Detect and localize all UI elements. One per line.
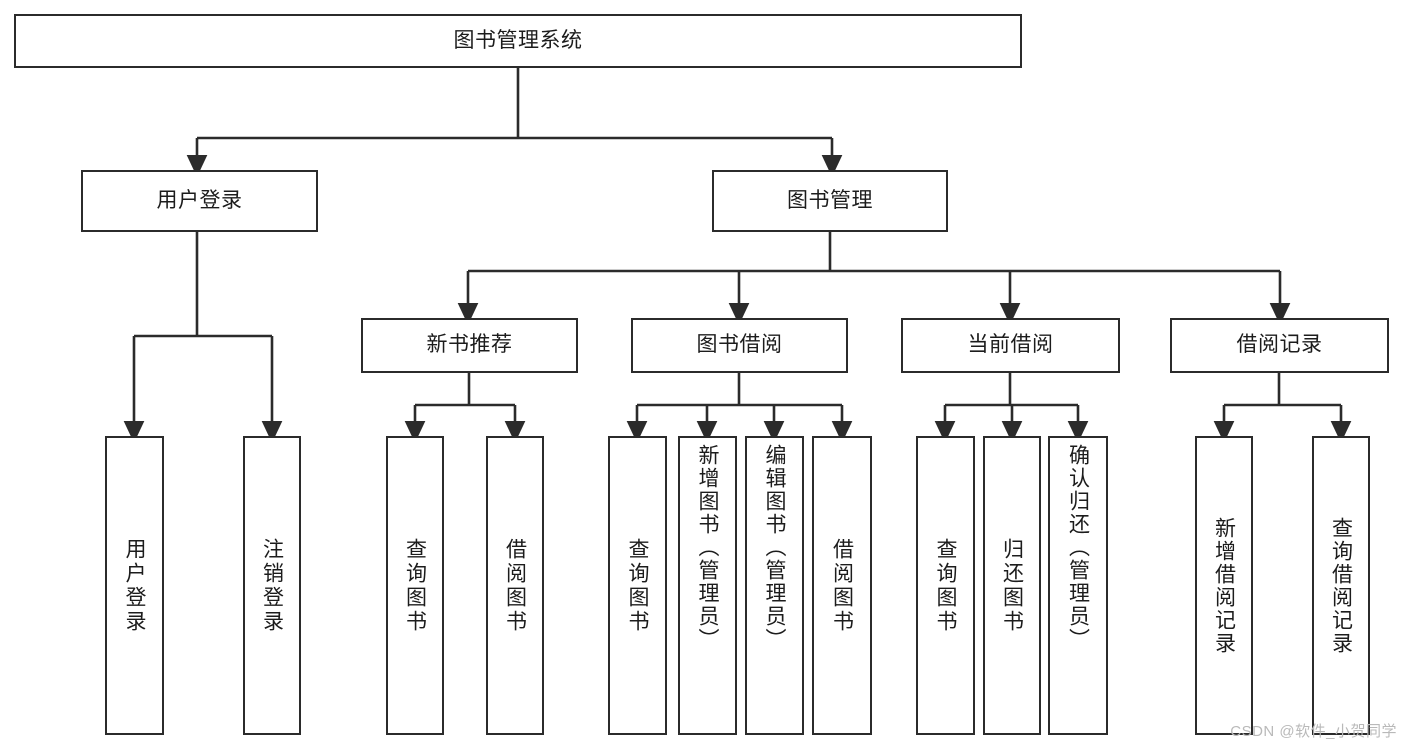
leaf-borrow-book-recommend-label: 借阅图书 — [503, 537, 527, 634]
leaf-edit-book-admin-label: 编辑图书（管理员） — [763, 444, 786, 651]
leaf-query-book-borrow[interactable]: 查询图书 — [608, 436, 667, 735]
node-current-borrow-label: 当前借阅 — [967, 333, 1054, 357]
node-user-login-label: 用户登录 — [156, 188, 243, 212]
node-book-management-label: 图书管理 — [787, 188, 873, 212]
leaf-query-book-borrow-label: 查询图书 — [626, 537, 649, 634]
leaf-add-borrow-record[interactable]: 新增借阅记录 — [1195, 436, 1253, 735]
node-current-borrow[interactable]: 当前借阅 — [901, 318, 1120, 373]
node-book-borrow-label: 图书借阅 — [696, 333, 783, 357]
leaf-return-book[interactable]: 归还图书 — [983, 436, 1041, 735]
node-root[interactable]: 图书管理系统 — [14, 14, 1022, 68]
leaf-add-book-admin-label: 新增图书（管理员） — [696, 444, 719, 651]
leaf-query-book-current-label: 查询图书 — [934, 537, 957, 634]
leaf-query-book-recommend-label: 查询图书 — [403, 537, 427, 634]
node-borrow-record[interactable]: 借阅记录 — [1170, 318, 1389, 373]
leaf-query-book-current[interactable]: 查询图书 — [916, 436, 975, 735]
node-root-label: 图书管理系统 — [453, 28, 583, 52]
leaf-borrow-book[interactable]: 借阅图书 — [812, 436, 872, 735]
csdn-watermark: CSDN @软件_小贺同学 — [1230, 723, 1397, 740]
leaf-confirm-return-admin[interactable]: 确认归还（管理员） — [1048, 436, 1108, 735]
leaf-borrow-book-recommend[interactable]: 借阅图书 — [486, 436, 544, 735]
leaf-confirm-return-admin-label: 确认归还（管理员） — [1066, 444, 1090, 651]
leaf-query-book-recommend[interactable]: 查询图书 — [386, 436, 444, 735]
leaf-logout-label: 注销登录 — [260, 537, 284, 634]
leaf-edit-book-admin[interactable]: 编辑图书（管理员） — [745, 436, 804, 735]
node-user-login[interactable]: 用户登录 — [81, 170, 318, 232]
node-borrow-record-label: 借阅记录 — [1236, 333, 1323, 357]
leaf-add-borrow-record-label: 新增借阅记录 — [1212, 516, 1236, 655]
node-new-book-recommend[interactable]: 新书推荐 — [361, 318, 578, 373]
leaf-query-borrow-record[interactable]: 查询借阅记录 — [1312, 436, 1370, 735]
leaf-return-book-label: 归还图书 — [1000, 537, 1024, 634]
leaf-query-borrow-record-label: 查询借阅记录 — [1329, 516, 1353, 655]
node-book-borrow[interactable]: 图书借阅 — [631, 318, 848, 373]
leaf-logout[interactable]: 注销登录 — [243, 436, 301, 735]
node-book-management[interactable]: 图书管理 — [712, 170, 948, 232]
leaf-user-login-label: 用户登录 — [123, 537, 146, 634]
node-new-book-recommend-label: 新书推荐 — [426, 333, 513, 357]
leaf-borrow-book-label: 借阅图书 — [830, 537, 854, 634]
leaf-add-book-admin[interactable]: 新增图书（管理员） — [678, 436, 737, 735]
leaf-user-login[interactable]: 用户登录 — [105, 436, 164, 735]
